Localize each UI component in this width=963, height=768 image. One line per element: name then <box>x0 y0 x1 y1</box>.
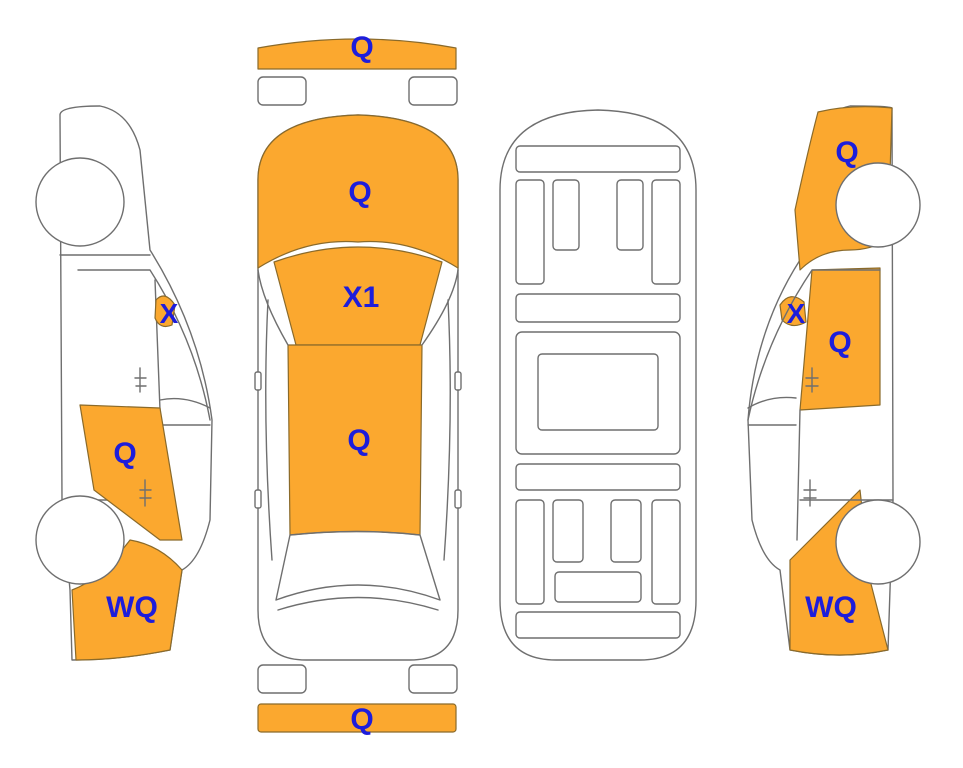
left-front-wheel <box>35 157 125 247</box>
top-view <box>254 114 462 661</box>
left-a-pillar <box>77 269 211 421</box>
underbody-rear-left-bay <box>515 499 545 605</box>
top-left-sill <box>265 299 273 561</box>
underbody-front-left-bay <box>515 179 545 285</box>
underbody-center-frame <box>515 331 681 455</box>
top-right-handle <box>454 489 462 509</box>
left-rear-quarter-label: WQ <box>106 591 158 624</box>
underbody-view <box>499 109 697 661</box>
rear-bumper-panel[interactable] <box>257 703 457 733</box>
front-bumper-panel[interactable] <box>257 38 457 70</box>
right-rear-quarter-label: WQ <box>805 591 857 624</box>
windshield-label: X1 <box>343 281 380 314</box>
right-front-door-panel[interactable] <box>799 267 881 411</box>
top-right-sill <box>443 299 451 561</box>
trunk-lid <box>277 596 439 611</box>
windshield-panel[interactable] <box>273 246 443 346</box>
right-a-pillar <box>747 269 881 421</box>
front-bumper-label: Q <box>350 31 373 64</box>
underbody-rear-right-bay <box>651 499 681 605</box>
left-mirror-label: X <box>160 298 179 329</box>
top-left-mirror <box>254 371 262 391</box>
left-rear-door-label: Q <box>113 437 136 470</box>
front-left-headlight <box>257 76 307 106</box>
underbody-rear-rail <box>554 571 642 603</box>
top-right-mirror <box>454 371 462 391</box>
top-left-handle <box>254 489 262 509</box>
rear-right-taillight <box>408 664 458 694</box>
underbody-front-center-left <box>552 179 580 251</box>
left-mirror-panel[interactable] <box>154 295 176 328</box>
top-right-pillar <box>421 269 459 346</box>
hood-label: Q <box>348 176 371 209</box>
right-front-door-handle <box>805 367 819 393</box>
left-rear-door-panel[interactable] <box>79 404 183 541</box>
hood-panel[interactable] <box>257 114 459 269</box>
rear-left-taillight <box>257 664 307 694</box>
front-bumper <box>257 38 458 106</box>
right-front-door-label: Q <box>828 326 851 359</box>
underbody-front-rail <box>515 145 681 173</box>
left-rear-wheel <box>35 495 125 585</box>
right-front-wheel <box>835 162 921 248</box>
underbody-crossmember-2 <box>515 463 681 491</box>
underbody-crossmember-1 <box>515 293 681 323</box>
underbody-rear-bumper-rail <box>515 611 681 639</box>
underbody-outline <box>499 109 697 661</box>
underbody-center-panel <box>537 353 659 431</box>
right-front-fender-label: Q <box>835 136 858 169</box>
rear-bumper-label: Q <box>350 703 373 736</box>
left-front-door-handle <box>134 367 147 393</box>
right-mirror-panel[interactable] <box>779 296 807 327</box>
right-side-view <box>747 105 921 656</box>
front-right-headlight <box>408 76 458 106</box>
left-rear-door-handle <box>139 479 152 507</box>
underbody-rear-center-right <box>610 499 642 563</box>
damage-labels: Q Q X1 Q Q X Q WQ Q X Q WQ <box>106 31 859 736</box>
underbody-front-center-right <box>616 179 644 251</box>
right-rear-wheel <box>835 499 921 585</box>
roof-label: Q <box>347 424 370 457</box>
left-window <box>159 397 211 409</box>
right-mirror-label: X <box>787 298 806 329</box>
underbody-front-right-bay <box>651 179 681 285</box>
left-side-view <box>35 105 213 661</box>
rear-window <box>275 530 441 601</box>
underbody-rear-center-left <box>552 499 584 563</box>
right-b-pillar <box>796 409 801 541</box>
right-rear-door-handle <box>803 479 817 507</box>
rear-bumper <box>257 664 458 733</box>
right-window <box>747 396 797 409</box>
